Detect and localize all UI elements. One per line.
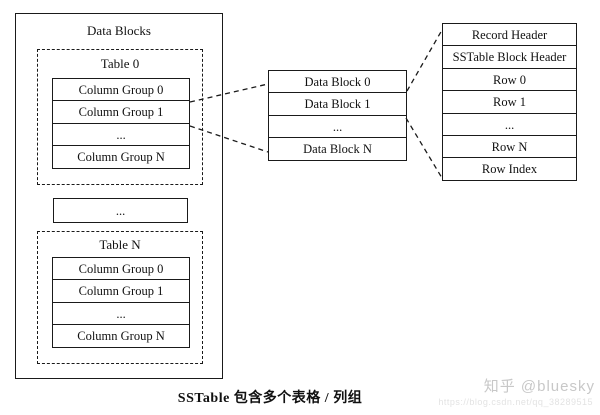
tables-ellipsis-row: ... bbox=[53, 198, 188, 223]
tableN-rows: Column Group 0 Column Group 1 ... Column… bbox=[52, 257, 190, 349]
record-header-row: Record Header bbox=[442, 23, 577, 47]
data-block-row: Data Block 0 bbox=[268, 70, 407, 94]
tables-ellipsis-box: ... bbox=[53, 198, 188, 223]
tableN-row: Column Group N bbox=[52, 324, 190, 349]
sstable-block-header-row: SSTable Block Header bbox=[442, 45, 577, 70]
block-structure-list: Record Header SSTable Block Header Row 0… bbox=[442, 23, 577, 182]
connector-datablock-to-row-index bbox=[405, 117, 443, 179]
tableN-row-ellipsis: ... bbox=[52, 301, 190, 326]
table0-row: Column Group N bbox=[52, 145, 190, 170]
row-index-row: Row Index bbox=[442, 157, 577, 182]
data-block-row-ellipsis: ... bbox=[268, 114, 407, 139]
table0-rows: Column Group 0 Column Group 1 ... Column… bbox=[52, 78, 190, 170]
connector-datablock-to-record-header bbox=[406, 29, 443, 92]
tableN-row: Column Group 1 bbox=[52, 279, 190, 304]
row0-row: Row 0 bbox=[442, 67, 577, 92]
data-block-list: Data Block 0 Data Block 1 ... Data Block… bbox=[268, 70, 407, 162]
table0-container bbox=[37, 49, 203, 185]
watermark-brand: 知乎 @bluesky bbox=[483, 378, 595, 395]
row1-row: Row 1 bbox=[442, 90, 577, 115]
tableN-row: Column Group 0 bbox=[52, 257, 190, 281]
table0-title: Table 0 bbox=[100, 56, 140, 71]
rows-ellipsis-row: ... bbox=[442, 112, 577, 137]
watermark-url: https://blog.csdn.net/qq_38289515 bbox=[438, 397, 593, 407]
tableN-title: Table N bbox=[99, 237, 141, 252]
data-blocks-title: Data Blocks bbox=[87, 23, 151, 38]
rowN-row: Row N bbox=[442, 135, 577, 160]
table0-row-ellipsis: ... bbox=[52, 122, 190, 147]
data-block-row: Data Block 1 bbox=[268, 92, 407, 117]
diagram-caption: SSTable 包含多个表格 / 列组 bbox=[177, 391, 363, 406]
data-block-row: Data Block N bbox=[268, 137, 407, 162]
table0-row: Column Group 0 bbox=[52, 78, 190, 102]
tableN-container bbox=[37, 231, 203, 364]
table0-row: Column Group 1 bbox=[52, 100, 190, 125]
